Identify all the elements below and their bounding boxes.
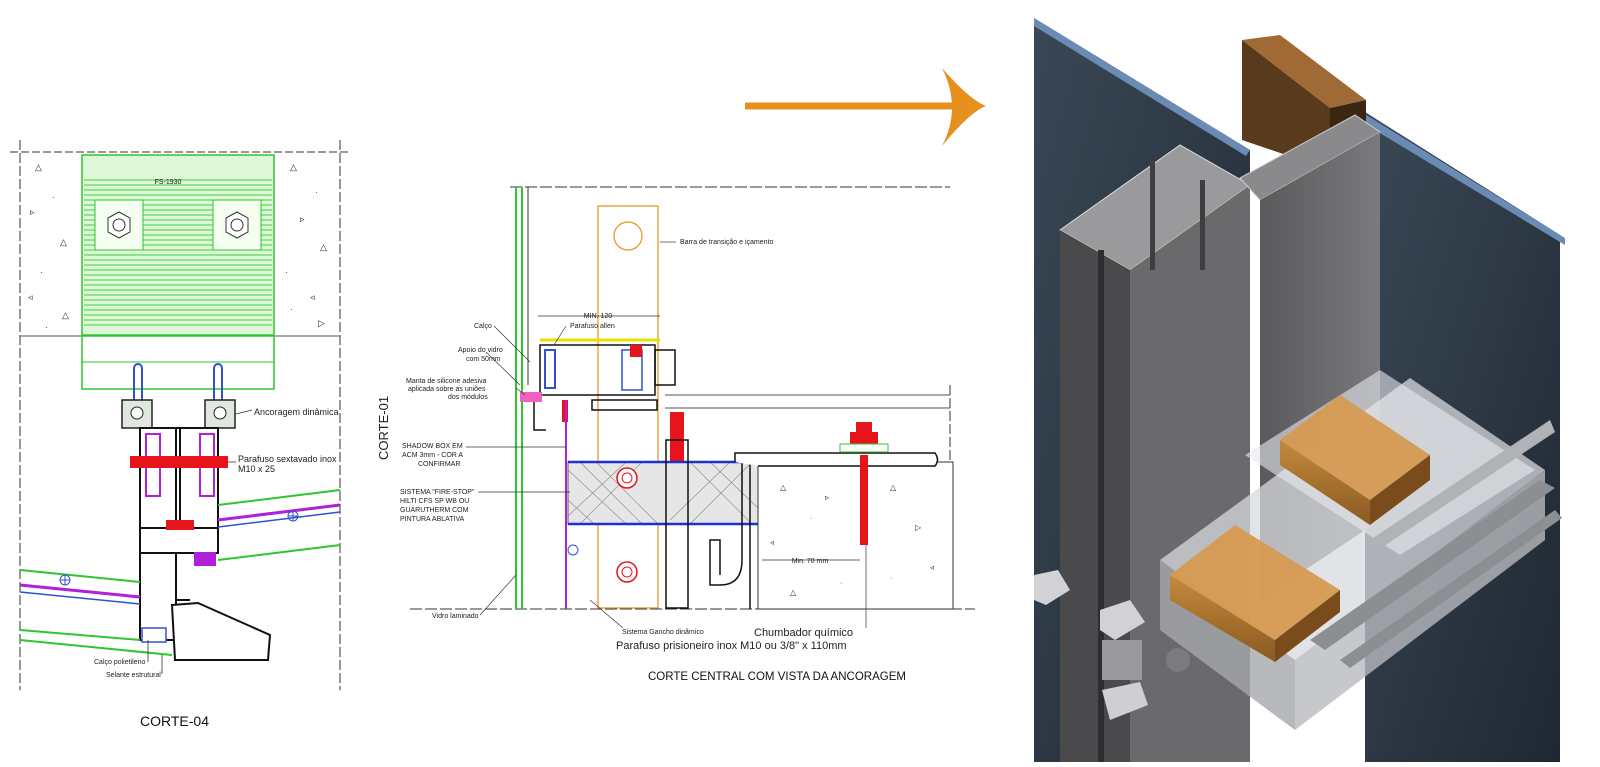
label-allen-screw: Parafuso allen [570, 323, 615, 330]
label-bolt-1: Parafuso sextavado inox [238, 454, 337, 464]
label-fire-1: SISTEMA "FIRE-STOP" [400, 489, 475, 496]
silicone-strip [520, 392, 542, 402]
label-shim-mid: Calço [474, 323, 492, 330]
svg-text:△: △ [62, 310, 69, 320]
label-shadow-3: CONFIRMAR [418, 461, 460, 468]
svg-text:◃: ◃ [28, 292, 33, 302]
render-3d [1010, 0, 1600, 762]
anchor-code-label: FS-1930 [155, 179, 182, 186]
svg-text:◃: ◃ [770, 538, 774, 547]
label-silicone-2: aplicada sobre as uniões [408, 386, 486, 393]
svg-text:▷: ▷ [915, 523, 922, 532]
label-hook-system: Sistema Gancho dinâmico [622, 629, 704, 636]
svg-text:·: · [290, 305, 293, 314]
svg-text:·: · [890, 575, 892, 582]
pressure-plate [170, 601, 272, 661]
transition-bar [597, 205, 659, 609]
label-shadow-1: SHADOW BOX EM [402, 443, 463, 450]
svg-text:▹: ▹ [300, 214, 305, 224]
concrete-slab: △ · ▹ △ · ◃ △ · △ · ▹ △ · ◃ ▷ · [28, 162, 327, 332]
label-shadow-2: ACM 3mm - COR A [402, 452, 463, 459]
bolt-nut [166, 520, 194, 530]
label-fire-3: GUARUTHERM COM [400, 507, 469, 514]
label-glass-support-1: Apoio do vidro [458, 347, 503, 354]
hex-bolt [130, 456, 228, 468]
corte-central-svg: △ · ◃ ▹ △ ▷ · △ ◃ · MIN. 120 Min. 70 mm [376, 68, 986, 652]
hook-system [665, 439, 751, 609]
svg-text:·: · [45, 323, 48, 332]
arrow-right-icon [745, 68, 986, 146]
wood-blocks-3d [1170, 395, 1430, 662]
label-glass-support-2: com 50mm [466, 356, 501, 363]
label-transition-bar: Barra de transição e içamento [680, 239, 773, 246]
svg-text:·: · [315, 188, 318, 197]
anchor-plate: FS-1930 [81, 154, 275, 390]
anchor-bolt-left [94, 199, 144, 251]
glazing-panel-left [19, 569, 173, 656]
corte-04-drawing: △ · ▹ △ · ◃ △ · △ · ▹ △ · ◃ ▷ · [0, 0, 360, 762]
svg-text:·: · [40, 268, 43, 277]
caption-corte-central: CORTE CENTRAL COM VISTA DA ANCORAGEM [648, 671, 906, 683]
svg-text:△: △ [790, 588, 797, 597]
corte-04-svg: △ · ▹ △ · ◃ △ · △ · ▹ △ · ◃ ▷ · [10, 140, 350, 690]
svg-text:▷: ▷ [318, 318, 325, 328]
svg-text:△: △ [320, 242, 327, 252]
allen-screw-red [630, 345, 642, 357]
svg-text:△: △ [780, 483, 787, 492]
label-fire-2: HILTI CFS SP WB OU [400, 498, 469, 505]
svg-text:▹: ▹ [30, 207, 35, 217]
label-bolt-2: M10 x 25 [238, 464, 275, 474]
label-corte-01: CORTE-01 [376, 396, 391, 460]
svg-text:◃: ◃ [930, 563, 934, 572]
label-chemical-anchor: Chumbador químico [754, 627, 853, 639]
bolts-3d [1034, 570, 1190, 720]
label-silicone-1: Manta de silicone adesiva [406, 378, 487, 385]
label-anchor: Ancoragem dinâmica [254, 407, 339, 417]
svg-text:·: · [285, 268, 288, 277]
svg-text:△: △ [35, 162, 42, 172]
label-stud-bolt: Parafuso prisioneiro inox M10 ou 3/8" x … [616, 640, 847, 652]
fire-stop-zone [567, 460, 759, 583]
concrete-slab-mid: △ · ◃ ▹ △ ▷ · △ ◃ · [734, 422, 954, 610]
dimension-bottom-label: Min. 70 mm [792, 558, 829, 565]
svg-text:△: △ [890, 483, 897, 492]
horizontal-rails-3d [1310, 420, 1562, 668]
fixing-screw [567, 544, 579, 556]
svg-text:▹: ▹ [825, 493, 829, 502]
svg-text:·: · [840, 580, 842, 587]
render-3d-svg [1034, 18, 1565, 762]
svg-text:◃: ◃ [310, 292, 315, 302]
mullion-box [533, 338, 676, 431]
svg-text:·: · [52, 193, 55, 202]
label-laminated-glass: Vidro laminado [432, 613, 479, 620]
anchor-bolt-right [212, 199, 262, 251]
caption-corte-04: CORTE-04 [140, 713, 209, 729]
dynamic-hooks [121, 363, 236, 429]
dimension-top-label: MIN. 120 [584, 313, 613, 320]
corte-central-drawing: △ · ◃ ▹ △ ▷ · △ ◃ · MIN. 120 Min. 70 mm [370, 0, 1010, 762]
svg-text:△: △ [290, 162, 297, 172]
svg-text:·: · [810, 515, 812, 522]
label-silicone-3: dos módulos [448, 394, 488, 401]
glazing-panel-right [217, 489, 341, 561]
label-fire-4: PINTURA ABLATIVA [400, 516, 465, 523]
polyethylene-shim [141, 627, 167, 643]
label-shim: Calço polietileno [94, 659, 145, 666]
svg-text:△: △ [60, 237, 67, 247]
label-sealant: Selante estrutural [106, 672, 161, 679]
